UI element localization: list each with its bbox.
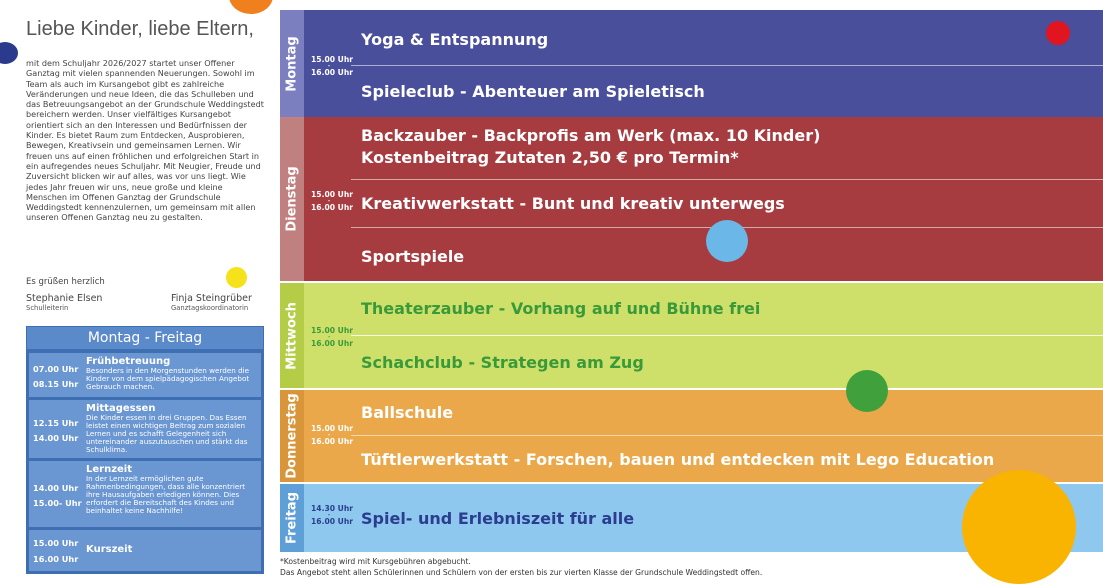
course-title: Ballschule	[361, 403, 454, 422]
footnote-eligibility: Das Angebot steht allen Schülerinnen und…	[280, 568, 763, 577]
time-start: 07.00 Uhr	[33, 364, 79, 374]
time-end: 08.15 Uhr	[33, 379, 79, 389]
day-time: 14.30 Uhr-16.00 Uhr	[311, 504, 353, 526]
time-start: 14.00 Uhr	[33, 483, 79, 493]
row-heading: Kurszeit	[86, 544, 133, 555]
day-tab: Dienstag	[280, 117, 304, 281]
day-body: 15.00 Uhr-16.00 Uhr Ballschule Tüftlerwe…	[304, 390, 1103, 482]
course-title: Theaterzauber - Vorhang auf und Bühne fr…	[361, 299, 761, 318]
schedule-row: 15.00 Uhr 16.00 Uhr Kurszeit	[29, 530, 261, 571]
divider	[351, 65, 1103, 66]
row-heading: Frühbetreuung	[86, 356, 171, 367]
signature-right: Finja Steingrüber Ganztagskoordinatorin	[171, 293, 252, 312]
schedule-row: 07.00 Uhr 08.15 Uhr Frühbetreuung Besond…	[29, 353, 261, 397]
decorative-lightblue-dot	[706, 220, 748, 262]
time-end: 16.00 Uhr	[311, 517, 353, 526]
weekday-schedule-title: Montag - Freitag	[27, 327, 263, 349]
decorative-orange-dot	[229, 0, 273, 14]
day-label: Montag	[284, 35, 300, 92]
day-tab: Montag	[280, 10, 304, 117]
course-title: Kreativwerkstatt - Bunt und kreativ unte…	[361, 194, 785, 213]
course-title: Yoga & Entspannung	[361, 30, 549, 49]
row-heading: Lernzeit	[86, 464, 133, 475]
signature-role: Ganztagskoordinatorin	[171, 304, 249, 312]
time-start: 15.00 Uhr	[311, 55, 353, 64]
decorative-green-dot	[846, 370, 888, 412]
day-tab: Freitag	[280, 484, 304, 552]
day-label: Donnerstag	[284, 393, 300, 479]
course-title: Backzauber - Backprofis am Werk (max. 10…	[361, 126, 821, 145]
course-title: Schachclub - Strategen am Zug	[361, 353, 644, 372]
row-description: Besonders in den Morgenstunden werden di…	[86, 366, 250, 391]
time-start: 14.30 Uhr	[311, 504, 353, 513]
decorative-yellow-dot	[226, 267, 247, 288]
letter-regards: Es grüßen herzlich	[26, 277, 105, 287]
time-start: 15.00 Uhr	[311, 190, 353, 199]
time-end: 14.00 Uhr	[33, 433, 79, 443]
day-time: 15.00 Uhr-16.00 Uhr	[311, 326, 353, 348]
course-title: Spiel- und Erlebniszeit für alle	[361, 509, 635, 528]
signature-left: Stephanie Elsen Schulleiterin	[26, 293, 102, 312]
time-end: 16.00 Uhr	[311, 339, 353, 348]
decorative-navy-dot	[0, 42, 18, 64]
course-title: Sportspiele	[361, 247, 465, 266]
time-end: 16.00 Uhr	[311, 203, 353, 212]
row-description: In der Lernzeit ermöglichen gute Rahmenb…	[86, 474, 246, 515]
day-body: 15.00 Uhr-16.00 Uhr Theaterzauber - Vorh…	[304, 283, 1103, 388]
time-end: 15.00- Uhr	[33, 498, 82, 508]
row-description: Die Kinder essen in drei Gruppen. Das Es…	[86, 413, 248, 454]
time-start: 12.15 Uhr	[33, 418, 79, 428]
letter-intro: mit dem Schuljahr 2026/2027 startet unse…	[26, 58, 264, 223]
day-time: 15.00 Uhr-16.00 Uhr	[311, 424, 353, 446]
letter-greeting: Liebe Kinder, liebe Eltern,	[26, 18, 254, 40]
signature-name: Finja Steingrüber	[171, 293, 252, 304]
day-label: Mittwoch	[284, 301, 300, 370]
time-start: 15.00 Uhr	[311, 424, 353, 433]
footnotes: *Kostenbeitrag wird mit Kursgebühren abg…	[280, 556, 762, 578]
signature-name: Stephanie Elsen	[26, 293, 103, 304]
day-panel-mittwoch: Mittwoch 15.00 Uhr-16.00 Uhr Theaterzaub…	[280, 283, 1103, 388]
row-heading: Mittagessen	[86, 403, 156, 414]
divider	[351, 179, 1103, 180]
day-label: Dienstag	[284, 166, 300, 232]
day-body: 15.00 Uhr-16.00 Uhr Yoga & Entspannung S…	[304, 10, 1103, 117]
time-end: 16.00 Uhr	[33, 554, 79, 564]
schedule-row: 14.00 Uhr 15.00- Uhr Lernzeit In der Ler…	[29, 461, 261, 527]
course-title: Spieleclub - Abenteuer am Spieletisch	[361, 82, 705, 101]
divider	[351, 335, 1103, 336]
time-end: 16.00 Uhr	[311, 68, 353, 77]
time-start: 15.00 Uhr	[311, 326, 353, 335]
footnote-cost: *Kostenbeitrag wird mit Kursgebühren abg…	[280, 557, 471, 566]
signature-role: Schulleiterin	[26, 304, 69, 312]
day-label: Freitag	[284, 491, 300, 545]
time-start: 15.00 Uhr	[33, 538, 79, 548]
day-time: 15.00 Uhr-16.00 Uhr	[311, 190, 353, 212]
time-end: 16.00 Uhr	[311, 437, 353, 446]
decorative-gold-dot	[962, 470, 1076, 584]
day-time: 15.00 Uhr-16.00 Uhr	[311, 55, 353, 77]
day-panel-montag: Montag 15.00 Uhr-16.00 Uhr Yoga & Entspa…	[280, 10, 1103, 117]
day-body: 15.00 Uhr-16.00 Uhr Backzauber - Backpro…	[304, 117, 1103, 281]
day-panel-dienstag: Dienstag 15.00 Uhr-16.00 Uhr Backzauber …	[280, 117, 1103, 281]
day-panel-donnerstag: Donnerstag 15.00 Uhr-16.00 Uhr Ballschul…	[280, 390, 1103, 482]
decorative-red-dot	[1046, 21, 1070, 45]
course-title: Tüftlerwerkstatt - Forschen, bauen und e…	[361, 450, 995, 469]
day-tab: Donnerstag	[280, 390, 304, 482]
course-note: Kostenbeitrag Zutaten 2,50 € pro Termin*	[361, 148, 739, 167]
day-tab: Mittwoch	[280, 283, 304, 388]
schedule-row: 12.15 Uhr 14.00 Uhr Mittagessen Die Kind…	[29, 400, 261, 458]
weekday-schedule: Montag - Freitag 07.00 Uhr 08.15 Uhr Frü…	[26, 326, 264, 574]
divider	[351, 435, 1103, 436]
